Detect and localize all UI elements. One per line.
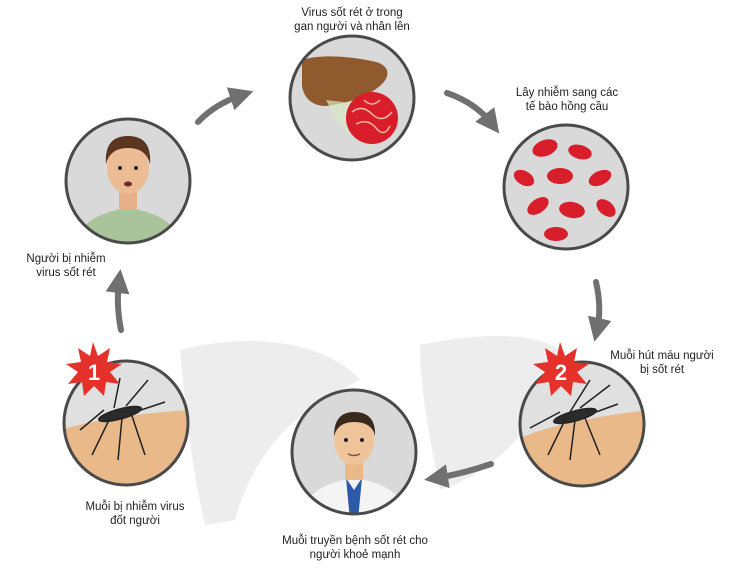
arrow-liver-to-rbc	[444, 90, 500, 134]
mosquito-icon	[529, 379, 619, 461]
caption-sick-person: Người bị nhiễm virus sốt rét	[26, 253, 106, 279]
badge-1-label: 1	[88, 360, 100, 385]
stage-rbc-circle	[502, 123, 630, 251]
watermark	[180, 335, 560, 525]
stage-bite-infected-circle	[62, 359, 190, 487]
red-blood-cells-icon	[513, 139, 616, 241]
caption-liver: Virus sốt rét ở trong gan người và nhân …	[294, 7, 410, 33]
cycle-arrows	[105, 87, 612, 489]
caption-healthy: Muỗi truyền bệnh sốt rét cho người khoẻ …	[282, 535, 428, 561]
caption-bite-infected: Muỗi bị nhiễm virus đốt người	[85, 501, 185, 527]
badge-2-label: 2	[555, 360, 567, 385]
stage-healthy-circle	[290, 388, 418, 516]
arrow-rbc-to-bite	[587, 279, 612, 342]
caption-bite-sick: Muỗi hút máu người bị sốt rét	[610, 350, 714, 376]
badge-2: 2	[533, 342, 589, 396]
arrow-person-to-liver	[195, 87, 254, 125]
stage-liver-circle	[288, 34, 416, 162]
arrow-bite-to-healthy	[424, 461, 494, 489]
infected-cell-icon	[346, 92, 398, 144]
caption-rbc: Lây nhiễm sang các tế bào hồng cầu	[515, 87, 619, 113]
stage-sick-person-circle	[64, 117, 192, 245]
badge-1: 1	[66, 342, 122, 396]
arrow-bite-to-person	[105, 269, 130, 333]
